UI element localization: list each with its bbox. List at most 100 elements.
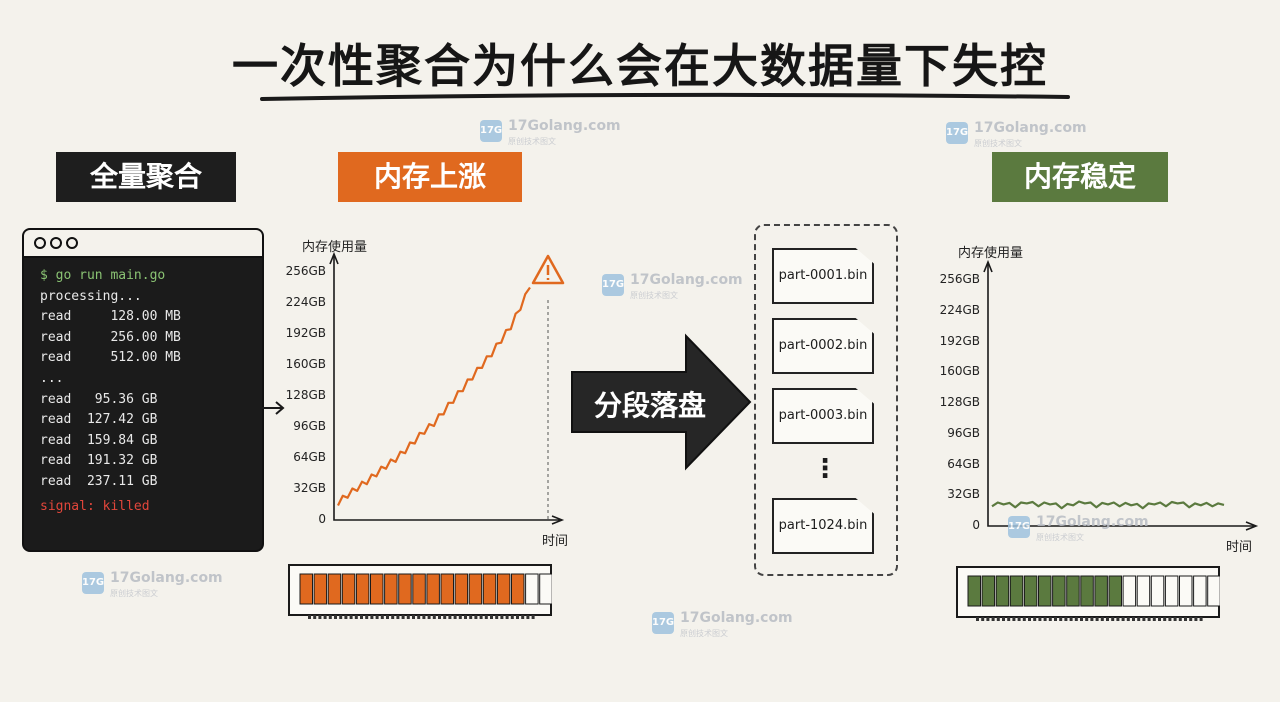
memory-pin <box>318 615 322 619</box>
memory-pin <box>422 615 426 619</box>
memory-pin <box>1033 617 1037 621</box>
watermark-subtext: 原创技术图文 <box>1036 533 1084 542</box>
memory-pin <box>1048 617 1052 621</box>
memory-cell <box>525 573 539 605</box>
memory-pin <box>354 615 358 619</box>
memory-cell <box>384 573 398 605</box>
memory-cell <box>426 573 440 605</box>
watermark-text: 17Golang.com <box>1036 514 1149 530</box>
terminal-titlebar <box>24 230 262 258</box>
memory-pin <box>996 617 1000 621</box>
y-tick-label: 256GB <box>939 272 980 286</box>
memory-stick-rising <box>288 564 552 619</box>
watermark-subtext: 原创技术图文 <box>974 139 1022 148</box>
memory-cell <box>398 573 412 605</box>
memory-cell <box>496 573 511 605</box>
memory-pin <box>1022 617 1026 621</box>
memory-pin <box>1007 617 1011 621</box>
file-part: part-1024.bin <box>772 498 874 554</box>
memory-cell <box>468 573 483 605</box>
y-tick-label: 160GB <box>939 364 980 379</box>
memory-cell <box>1179 575 1193 607</box>
memory-cell <box>1080 575 1094 607</box>
memory-pin <box>1090 617 1094 621</box>
terminal-line: processing... <box>40 288 142 304</box>
memory-cell <box>313 573 328 605</box>
memory-pin <box>490 615 493 619</box>
memory-pin <box>349 615 353 619</box>
memory-pin <box>464 615 467 619</box>
memory-pin <box>365 615 369 619</box>
y-tick-label: 64GB <box>947 456 980 471</box>
memory-cell <box>539 573 552 605</box>
y-axis-arrow-icon <box>329 251 339 265</box>
memory-pin <box>1158 617 1161 621</box>
y-tick-label: 256GB <box>285 264 326 278</box>
watermark-logo-icon: 17G <box>602 274 624 296</box>
watermark-subtext: 原创技术图文 <box>680 629 728 638</box>
memory-pin <box>1116 617 1120 621</box>
memory-cell <box>1052 575 1066 607</box>
memory-pin <box>1163 617 1167 621</box>
watermark-logo-icon: 17G <box>480 120 502 142</box>
memory-pin <box>1074 617 1078 621</box>
y-tick-label: 160GB <box>285 357 326 371</box>
memory-cell <box>1193 575 1207 607</box>
memory-pin <box>991 617 995 621</box>
memory-pin <box>1017 617 1021 621</box>
y-tick-label: 96GB <box>293 419 326 433</box>
terminal-line: read 191.32 GB <box>40 453 158 469</box>
memory-pin <box>313 615 317 619</box>
memory-pin <box>1168 617 1172 621</box>
watermark-subtext: 原创技术图文 <box>110 589 158 598</box>
window-dot-icon <box>66 237 78 249</box>
memory-pin <box>458 615 462 619</box>
memory-pin <box>516 615 519 619</box>
y-axis-arrow-icon <box>983 259 993 273</box>
memory-cell <box>511 573 525 605</box>
memory-cell <box>1009 575 1024 607</box>
memory-pin <box>474 615 478 619</box>
files-ellipsis: ⋮ <box>812 454 838 484</box>
memory-pin <box>370 615 374 619</box>
page-title: 一次性聚合为什么会在大数据量下失控 <box>232 39 1048 93</box>
memory-pin <box>531 615 535 619</box>
memory-pin <box>505 615 509 619</box>
watermark-text: 17Golang.com <box>680 610 793 626</box>
memory-pin <box>417 615 421 619</box>
memory-pin <box>500 615 504 619</box>
file-part: part-0002.bin <box>772 318 874 374</box>
terminal-line: ... <box>40 370 64 386</box>
memory-pin <box>1085 617 1089 621</box>
y-tick-label: 192GB <box>285 326 326 340</box>
y-tick-label: 0 <box>318 512 326 526</box>
terminal-line: read 127.42 GB <box>40 412 158 428</box>
y-tick-label: 224GB <box>939 302 980 317</box>
watermark-subtext: 原创技术图文 <box>508 137 556 146</box>
memory-pin <box>510 615 514 619</box>
chart-axes <box>333 256 560 521</box>
memory-pin <box>976 617 979 621</box>
memory-cell <box>1038 575 1052 607</box>
memory-pin <box>448 615 452 619</box>
memory-pin <box>344 615 348 619</box>
memory-pin <box>328 615 332 619</box>
watermark-text: 17Golang.com <box>508 118 621 134</box>
memory-cell <box>412 573 426 605</box>
watermark-logo-icon: 17G <box>1008 516 1030 538</box>
memory-pin <box>469 615 473 619</box>
memory-cell <box>327 573 342 605</box>
memory-pin <box>1028 617 1031 621</box>
terminal-line: read 159.84 GB <box>40 432 158 448</box>
file-name: part-0003.bin <box>778 408 868 423</box>
badge-full-aggregation: 全量聚合 <box>56 152 236 202</box>
terminal-line: read 128.00 MB <box>40 309 181 325</box>
memory-cell <box>981 575 996 607</box>
memory-cell <box>355 573 370 605</box>
memory-cell <box>1207 575 1220 607</box>
watermark-logo-icon: 17G <box>82 572 104 594</box>
memory-stick-stable <box>956 566 1220 621</box>
memory-pin <box>1184 617 1187 621</box>
